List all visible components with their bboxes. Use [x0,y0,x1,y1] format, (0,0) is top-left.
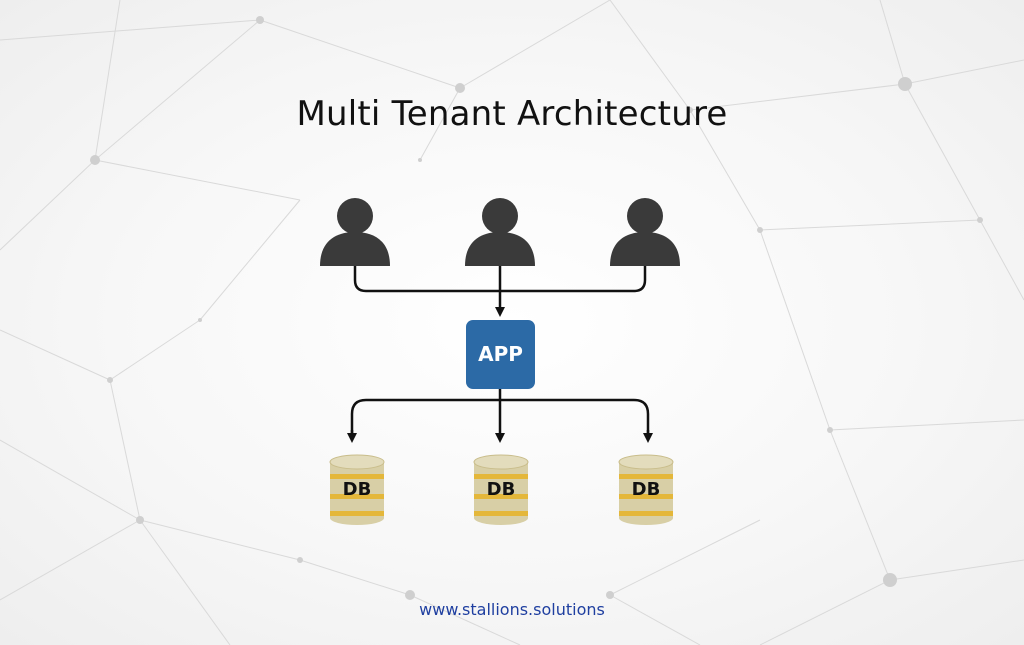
user-icon [320,198,390,266]
db-label: DB [343,479,372,500]
app-to-db-connector [347,389,653,443]
db-label: DB [632,479,661,500]
user-icon [465,198,535,266]
app-label: APP [478,342,523,366]
users-to-app-connector [353,266,647,317]
app-box: APP [466,320,535,389]
database-icon: DB [618,454,674,525]
diagram-title: Multi Tenant Architecture [296,94,728,134]
database-icon: DB [473,454,529,525]
user-icon [610,198,680,266]
website-link[interactable]: www.stallions.solutions [419,600,605,619]
database-icon: DB [329,454,385,525]
db-label: DB [487,479,516,500]
